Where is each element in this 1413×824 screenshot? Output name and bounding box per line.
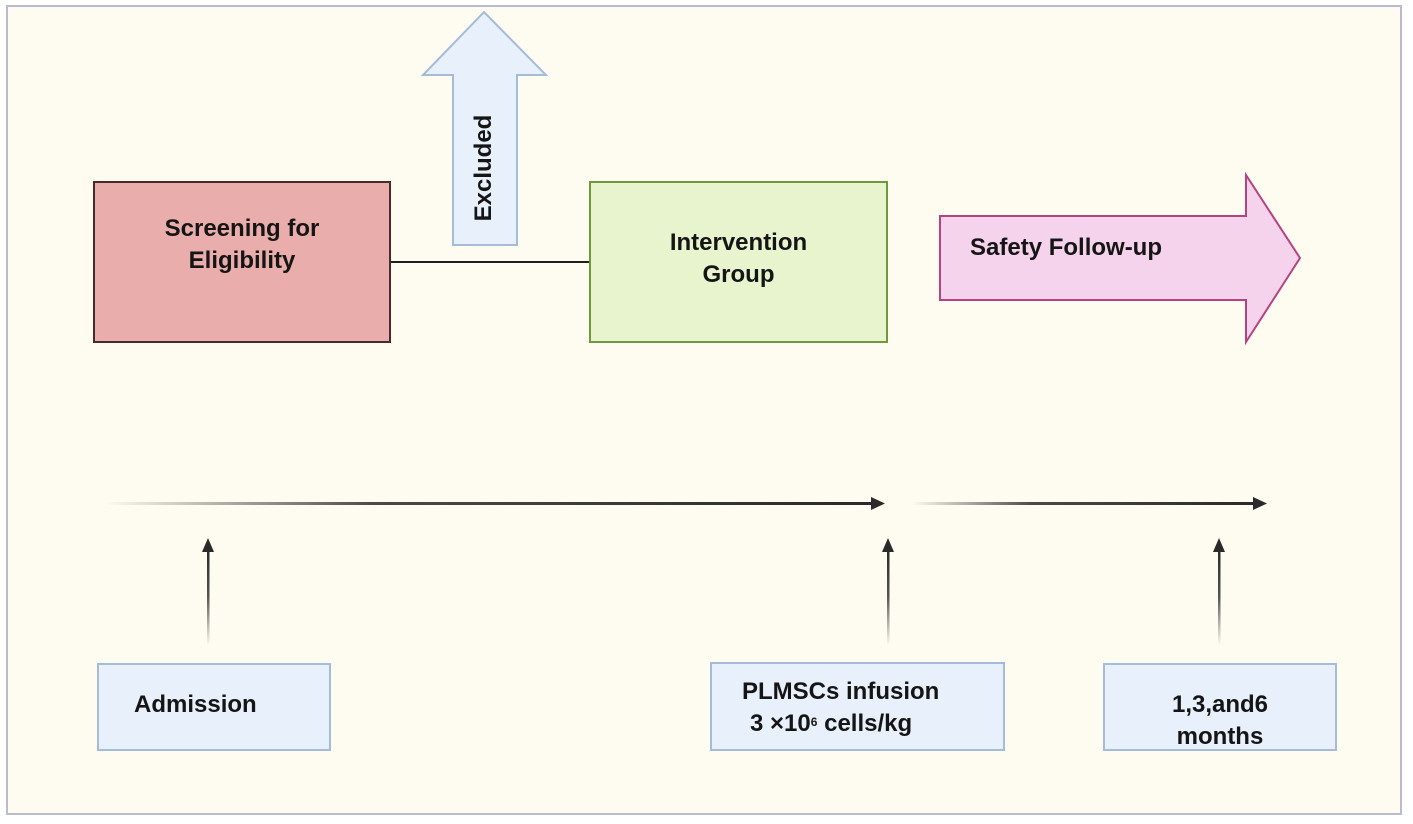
connector-line — [391, 261, 589, 263]
months-box: 1,3,and6 months — [1103, 663, 1337, 751]
infusion-label: PLMSCs infusion — [742, 678, 940, 705]
months-up-arrow — [1213, 538, 1225, 645]
timeline-arrow-2 — [912, 497, 1267, 510]
intervention-box: Intervention Group — [589, 181, 888, 343]
dose-suffix: cells/kg — [817, 710, 913, 737]
admission-up-arrow — [202, 538, 214, 645]
screening-label-line1: Screening for — [164, 215, 320, 242]
dose-exponent: 6 — [810, 715, 818, 729]
dose-prefix: 3 ×10 — [750, 710, 811, 737]
infusion-up-arrow — [882, 538, 894, 645]
months-label-line1: 1,3,and6 — [1171, 691, 1269, 718]
screening-box: Screening for Eligibility — [93, 181, 391, 343]
screening-label: Screening for Eligibility — [95, 213, 389, 277]
safety-followup-arrow — [939, 171, 1302, 346]
intervention-label: Intervention Group — [591, 227, 886, 291]
intervention-label-line1: Intervention — [669, 229, 808, 256]
excluded-label: Excluded — [470, 114, 497, 222]
excluded-arrow — [420, 10, 549, 246]
infusion-box: PLMSCs infusion 3 ×106 cells/kg — [710, 662, 1005, 751]
timeline-arrow-1 — [105, 497, 885, 510]
admission-box: Admission — [97, 663, 331, 751]
screening-label-line2: Eligibility — [188, 247, 296, 274]
months-label-line2: months — [1176, 723, 1264, 750]
dose-label: 3 ×106 cells/kg — [750, 708, 912, 740]
intervention-label-line2: Group — [702, 261, 775, 288]
admission-label: Admission — [134, 691, 257, 718]
safety-followup-label: Safety Follow-up — [970, 234, 1162, 261]
